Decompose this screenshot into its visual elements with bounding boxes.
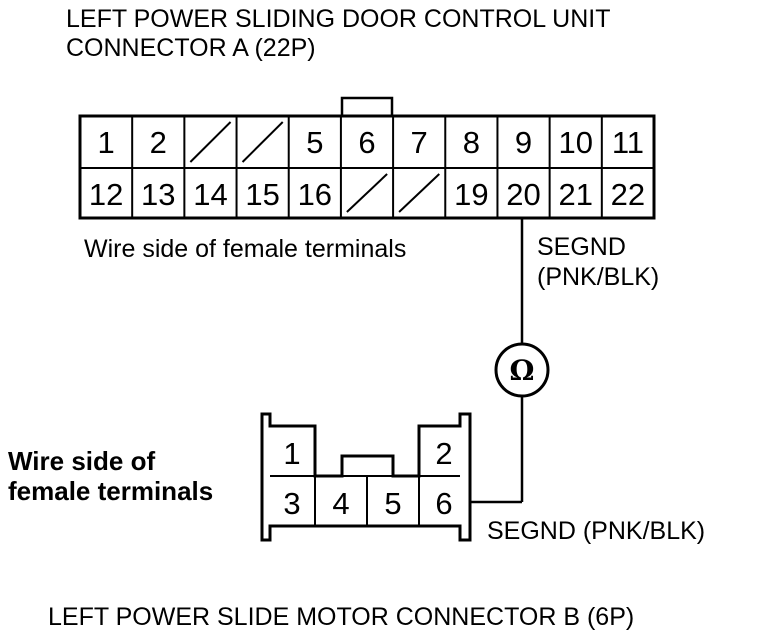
segnd-label-b: SEGND (PNK/BLK) [487, 517, 706, 545]
segnd-label-a-line2: (PNK/BLK) [537, 263, 660, 291]
connector-b-terminal-3: 3 [283, 486, 300, 521]
connector-a-terminal-11: 11 [612, 125, 644, 160]
connector-a-terminal-13: 13 [141, 177, 175, 212]
connector-a-terminal-19: 19 [454, 177, 488, 212]
connector-b-caption-line1: Wire side of [8, 446, 156, 476]
empty-cavity-slash [241, 121, 284, 163]
connector-a-terminal-15: 15 [245, 177, 279, 212]
connector-a-terminal-2: 2 [150, 125, 167, 160]
connector-a-terminal-1: 1 [97, 125, 114, 160]
connector-b-terminal-4: 4 [332, 486, 349, 521]
segnd-label-a-line1: SEGND [537, 233, 626, 261]
connector-a-terminal-22: 22 [611, 177, 645, 212]
connector-b-terminal-2: 2 [435, 436, 452, 471]
ohmmeter-icon: Ω [494, 342, 550, 398]
connector-a-title-line2: CONNECTOR A (22P) [66, 34, 316, 62]
connector-b-terminal-5: 5 [384, 486, 401, 521]
connector-a-terminal-10: 10 [558, 125, 592, 160]
connector-a-title-line1: LEFT POWER SLIDING DOOR CONTROL UNIT [66, 5, 611, 33]
connector-a-terminal-20: 20 [506, 177, 540, 212]
connector-a-terminal-5: 5 [306, 125, 323, 160]
ohm-symbol: Ω [510, 354, 535, 387]
empty-cavity-slash [189, 121, 232, 163]
connector-a-latch [340, 96, 394, 118]
connector-b-housing [260, 412, 472, 542]
connector-a-terminal-6: 6 [358, 125, 375, 160]
connector-b-title: LEFT POWER SLIDE MOTOR CONNECTOR B (6P) [48, 603, 635, 631]
connector-a-terminal-7: 7 [411, 125, 428, 160]
connector-a-terminal-8: 8 [463, 125, 480, 160]
connector-b-terminal-1: 1 [283, 436, 300, 471]
connector-b-terminal-6: 6 [435, 486, 452, 521]
empty-cavity-slash [398, 173, 440, 213]
connector-a-terminal-12: 12 [89, 177, 123, 212]
connector-a-terminal-14: 14 [193, 177, 227, 212]
connector-a-terminal-21: 21 [558, 177, 592, 212]
empty-cavity-slash [346, 173, 388, 213]
connector-a-caption: Wire side of female terminals [84, 235, 407, 263]
connector-b-caption-line2: female terminals [8, 476, 214, 506]
connector-a [78, 96, 656, 220]
connector-a-terminal-9: 9 [515, 125, 532, 160]
connector-b [260, 412, 472, 542]
connector-a-terminal-16: 16 [298, 177, 332, 212]
